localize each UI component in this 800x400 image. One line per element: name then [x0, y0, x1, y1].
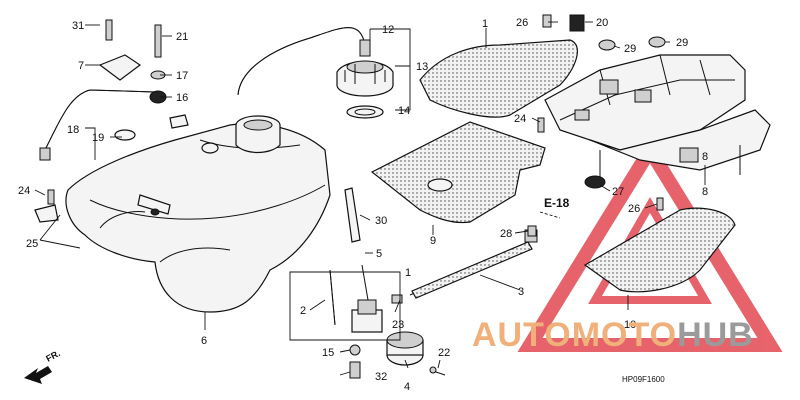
callout-27: 27 [612, 186, 624, 198]
callout-20: 20 [596, 17, 608, 29]
cap-gasket [346, 105, 384, 119]
mount-bracket [98, 54, 142, 81]
bolt-31 [105, 19, 113, 41]
callout-5: 5 [376, 248, 382, 260]
callout-4: 4 [404, 381, 410, 393]
callout-24a: 24 [18, 185, 30, 197]
clip-bracket [344, 187, 361, 243]
callout-3: 3 [518, 286, 524, 298]
callout-17: 17 [176, 70, 188, 82]
tank-frame [544, 54, 771, 185]
callout-1a: 1 [482, 18, 488, 30]
callout-1b: 1 [405, 267, 411, 279]
callout-26b: 26 [628, 203, 640, 215]
callout-32: 32 [375, 371, 387, 383]
callout-18: 18 [67, 124, 79, 136]
callout-10: 10 [624, 319, 636, 331]
callout-15: 15 [322, 347, 334, 359]
bolt-21 [154, 24, 162, 58]
callout-30: 30 [375, 215, 387, 227]
callout-9: 9 [430, 235, 436, 247]
fuel-valve [329, 264, 403, 379]
callout-8b: 8 [702, 151, 708, 163]
callout-2: 2 [300, 305, 306, 317]
callout-26a: 26 [516, 17, 528, 29]
fuel-cap [336, 60, 394, 97]
callout-12: 12 [382, 24, 394, 36]
fuel-tank-pad-lower [370, 121, 546, 224]
callout-8a: 8 [702, 186, 708, 198]
callout-28: 28 [500, 228, 512, 240]
callouts: 31 21 7 17 16 18 19 24 25 12 13 14 1 26 … [18, 17, 708, 393]
callout-14: 14 [398, 105, 410, 117]
callout-22: 22 [438, 347, 450, 359]
front-label: FR. [44, 348, 61, 364]
hose-clip [359, 39, 371, 57]
callout-7: 7 [78, 60, 84, 72]
fuel-tank-pad-upper [419, 39, 578, 118]
callout-31: 31 [72, 20, 84, 32]
callout-13: 13 [416, 61, 428, 73]
callout-19: 19 [92, 132, 104, 144]
callout-21: 21 [176, 31, 188, 43]
callout-23: 23 [392, 319, 404, 331]
callout-25: 25 [26, 238, 38, 250]
callout-6: 6 [201, 335, 207, 347]
callout-29a: 29 [624, 43, 636, 55]
reference-e18: E-18 [544, 196, 570, 210]
watermark-text: AUTOMOTOHUB [472, 316, 754, 354]
callout-24b: 24 [514, 113, 526, 125]
frame-pad [583, 207, 736, 293]
fuel-tank [65, 115, 331, 313]
diagram-code: HP09F1600 [622, 375, 665, 384]
front-arrow-icon: FR. [24, 348, 62, 384]
callout-16: 16 [176, 92, 188, 104]
callout-29b: 29 [676, 37, 688, 49]
leader-lines [34, 21, 706, 376]
fuel-strainer [386, 331, 446, 376]
